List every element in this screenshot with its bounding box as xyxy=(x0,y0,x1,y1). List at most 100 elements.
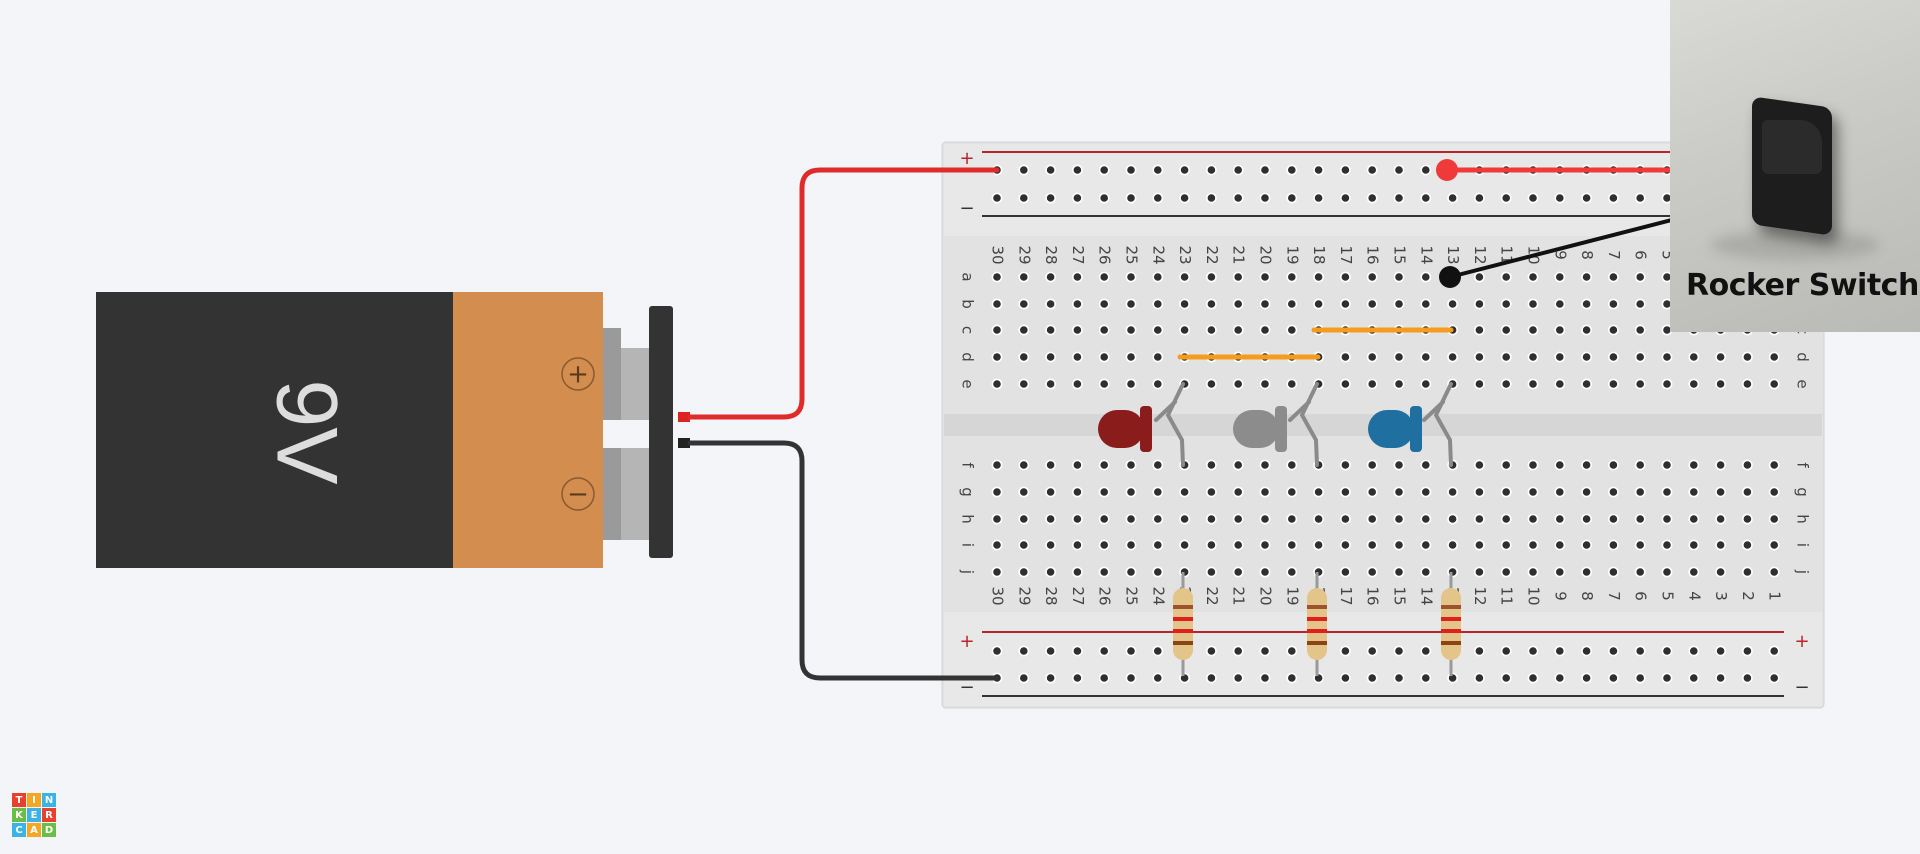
breadboard-hole[interactable] xyxy=(1098,459,1110,471)
breadboard-hole[interactable] xyxy=(1474,351,1485,363)
breadboard-hole[interactable] xyxy=(1072,486,1083,498)
breadboard-hole[interactable] xyxy=(1742,486,1753,498)
rail-hole[interactable] xyxy=(1232,672,1244,684)
rail-hole[interactable] xyxy=(1152,192,1164,204)
breadboard-hole[interactable] xyxy=(1500,298,1512,310)
breadboard-hole[interactable] xyxy=(1527,486,1539,498)
breadboard-hole[interactable] xyxy=(1500,486,1512,498)
led-gray[interactable] xyxy=(1233,382,1319,467)
breadboard-hole[interactable] xyxy=(1125,459,1137,471)
breadboard-hole[interactable] xyxy=(1447,298,1458,310)
breadboard-hole[interactable] xyxy=(1125,486,1137,498)
rail-hole[interactable] xyxy=(1768,672,1780,684)
breadboard-hole[interactable] xyxy=(1527,566,1539,578)
breadboard-hole[interactable] xyxy=(1768,513,1780,525)
rail-hole[interactable] xyxy=(1447,672,1458,684)
breadboard-hole[interactable] xyxy=(1688,459,1700,471)
rail-hole[interactable] xyxy=(1742,645,1753,657)
rail-hole[interactable] xyxy=(1286,164,1298,176)
breadboard-hole[interactable] xyxy=(1420,539,1432,551)
breadboard-hole[interactable] xyxy=(1366,271,1378,283)
breadboard-hole[interactable] xyxy=(1742,351,1753,363)
breadboard-hole[interactable] xyxy=(1500,539,1512,551)
breadboard-hole[interactable] xyxy=(1232,486,1244,498)
breadboard-hole[interactable] xyxy=(1500,566,1512,578)
breadboard-hole[interactable] xyxy=(1500,459,1512,471)
breadboard-hole[interactable] xyxy=(1125,566,1137,578)
breadboard-hole[interactable] xyxy=(1688,351,1700,363)
breadboard-hole[interactable] xyxy=(1688,486,1700,498)
breadboard-hole[interactable] xyxy=(1045,351,1056,363)
breadboard-hole[interactable] xyxy=(1420,298,1432,310)
breadboard-hole[interactable] xyxy=(1098,324,1110,336)
rail-hole[interactable] xyxy=(1581,192,1592,204)
rail-hole[interactable] xyxy=(1098,672,1110,684)
rail-hole[interactable] xyxy=(1206,164,1217,176)
breadboard-hole[interactable] xyxy=(1206,539,1217,551)
breadboard-hole[interactable] xyxy=(1768,539,1780,551)
breadboard-hole[interactable] xyxy=(1098,513,1110,525)
breadboard-hole[interactable] xyxy=(1554,539,1566,551)
breadboard-hole[interactable] xyxy=(1420,566,1432,578)
rail-hole[interactable] xyxy=(1286,645,1298,657)
breadboard-hole[interactable] xyxy=(1715,378,1726,390)
rail-hole[interactable] xyxy=(1527,672,1539,684)
breadboard-hole[interactable] xyxy=(1206,378,1217,390)
breadboard-hole[interactable] xyxy=(1768,486,1780,498)
rail-hole[interactable] xyxy=(1313,164,1324,176)
rail-hole[interactable] xyxy=(1608,672,1619,684)
breadboard-hole[interactable] xyxy=(1045,378,1056,390)
breadboard-hole[interactable] xyxy=(1018,486,1030,498)
rail-hole[interactable] xyxy=(1688,645,1700,657)
breadboard-hole[interactable] xyxy=(1608,378,1619,390)
breadboard-hole[interactable] xyxy=(1313,539,1324,551)
breadboard-hole[interactable] xyxy=(1634,378,1646,390)
breadboard-hole[interactable] xyxy=(1313,566,1324,578)
breadboard-hole[interactable] xyxy=(1072,378,1083,390)
breadboard-hole[interactable] xyxy=(1715,513,1726,525)
breadboard-hole[interactable] xyxy=(1045,459,1056,471)
breadboard-hole[interactable] xyxy=(1072,459,1083,471)
breadboard-hole[interactable] xyxy=(1340,459,1351,471)
breadboard-hole[interactable] xyxy=(1742,378,1753,390)
breadboard-hole[interactable] xyxy=(1554,486,1566,498)
breadboard-hole[interactable] xyxy=(1366,351,1378,363)
breadboard-hole[interactable] xyxy=(1072,271,1083,283)
breadboard-hole[interactable] xyxy=(1366,566,1378,578)
breadboard-hole[interactable] xyxy=(1447,539,1458,551)
breadboard-hole[interactable] xyxy=(1045,298,1056,310)
breadboard-hole[interactable] xyxy=(1634,486,1646,498)
breadboard-hole[interactable] xyxy=(1206,486,1217,498)
rail-hole[interactable] xyxy=(1474,672,1485,684)
breadboard-hole[interactable] xyxy=(1152,378,1164,390)
breadboard-hole[interactable] xyxy=(1768,351,1780,363)
breadboard-hole[interactable] xyxy=(1474,459,1485,471)
breadboard-hole[interactable] xyxy=(1554,378,1566,390)
breadboard-hole[interactable] xyxy=(1286,271,1298,283)
breadboard-hole[interactable] xyxy=(991,566,1003,578)
breadboard-hole[interactable] xyxy=(1661,378,1673,390)
breadboard-hole[interactable] xyxy=(1018,513,1030,525)
rail-hole[interactable] xyxy=(1554,645,1566,657)
breadboard-hole[interactable] xyxy=(1125,271,1137,283)
breadboard-hole[interactable] xyxy=(1447,566,1458,578)
breadboard-hole[interactable] xyxy=(1634,351,1646,363)
breadboard-hole[interactable] xyxy=(991,459,1003,471)
breadboard-hole[interactable] xyxy=(991,298,1003,310)
breadboard-hole[interactable] xyxy=(1420,459,1432,471)
breadboard-hole[interactable] xyxy=(1366,486,1378,498)
rail-hole[interactable] xyxy=(1018,192,1030,204)
breadboard-hole[interactable] xyxy=(1527,271,1539,283)
breadboard-hole[interactable] xyxy=(991,271,1003,283)
breadboard-hole[interactable] xyxy=(1554,459,1566,471)
breadboard-hole[interactable] xyxy=(1232,271,1244,283)
breadboard-hole[interactable] xyxy=(1581,271,1592,283)
breadboard-hole[interactable] xyxy=(1152,566,1164,578)
breadboard-hole[interactable] xyxy=(1581,486,1592,498)
rail-hole[interactable] xyxy=(1742,672,1753,684)
breadboard-hole[interactable] xyxy=(1340,486,1351,498)
breadboard-hole[interactable] xyxy=(1232,539,1244,551)
rail-hole[interactable] xyxy=(1206,192,1217,204)
breadboard-hole[interactable] xyxy=(1286,459,1298,471)
breadboard-hole[interactable] xyxy=(1634,298,1646,310)
